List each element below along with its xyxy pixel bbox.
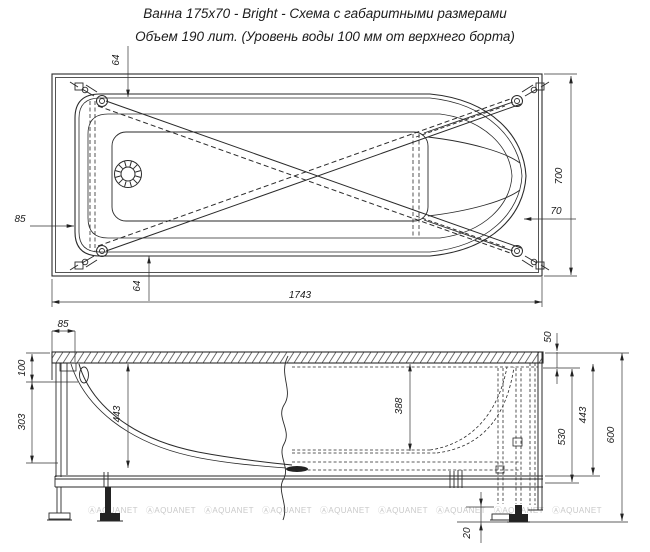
dim-label-flange: 50 (543, 331, 554, 343)
dim-label-brace-top: 64 (111, 54, 122, 66)
watermark: ⒶAQUANET (436, 506, 486, 515)
watermark: ⒶAQUANET (146, 506, 196, 515)
dim-label-total-height: 600 (606, 426, 617, 443)
watermark: ⒶAQUANET (262, 506, 312, 515)
bowl-outer-shell (70, 363, 287, 469)
rim-inner-edge (55, 77, 539, 273)
dim-label-length: 1743 (289, 290, 312, 301)
tub-opening-outline (74, 93, 527, 257)
dim-label-water-level: 100 (17, 359, 28, 376)
overflow-housing (59, 362, 77, 372)
watermark: ⒶAQUANET (320, 506, 370, 515)
dim-label-rim-right: 70 (550, 206, 562, 217)
dim-label-apron: 85 (57, 319, 69, 330)
break-line (280, 355, 289, 521)
frame-crossbars-hidden (89, 101, 420, 251)
tub-floor-outline (111, 131, 429, 222)
right-panel (528, 352, 543, 511)
rim-outer-edge (51, 73, 543, 277)
side-view-dimensions (26, 329, 629, 543)
dim-label-rim-left: 85 (14, 214, 26, 225)
drain-fitting (286, 466, 308, 472)
dim-label-brace-bottom: 64 (132, 280, 143, 292)
dim-label-foot: 20 (462, 527, 473, 540)
drawing-title: Ванна 175x70 - Bright - Схема с габаритн… (143, 6, 507, 21)
watermark: ⒶAQUANET (378, 506, 428, 515)
bowl-inner-wall (78, 363, 293, 466)
watermark: ⒶAQUANET (88, 506, 138, 515)
tub-opening-lip (78, 97, 523, 253)
drain-icon (114, 160, 142, 188)
dim-label-frame-height: 443 (578, 406, 589, 423)
drawing-subtitle: Объем 190 лит. (Уровень воды 100 мм от в… (135, 29, 515, 44)
watermark: ⒶAQUANET (552, 506, 602, 515)
feet (47, 487, 530, 523)
deck-bar (51, 351, 544, 364)
dim-label-mid-height: 530 (557, 428, 568, 445)
hidden-lines (292, 363, 538, 505)
watermark: ⒶAQUANET (204, 506, 254, 515)
waterline-contour (87, 113, 513, 239)
dim-label-depth-left: 443 (112, 405, 123, 422)
side-view-drawing: 85 100 303 443 388 50 530 443 600 20 (17, 319, 629, 543)
support-frame (54, 437, 543, 488)
top-view-dimensions (30, 46, 577, 307)
dim-label-lower-left: 303 (17, 413, 28, 430)
top-view-drawing: 1743 700 85 70 64 64 (14, 46, 577, 307)
dim-label-width: 700 (554, 167, 565, 184)
frame-x-braces (97, 97, 522, 255)
left-apron (55, 363, 68, 477)
overflow-hole (79, 366, 89, 384)
dim-label-depth-right: 388 (394, 397, 405, 414)
head-end-taper-lines (415, 101, 521, 252)
